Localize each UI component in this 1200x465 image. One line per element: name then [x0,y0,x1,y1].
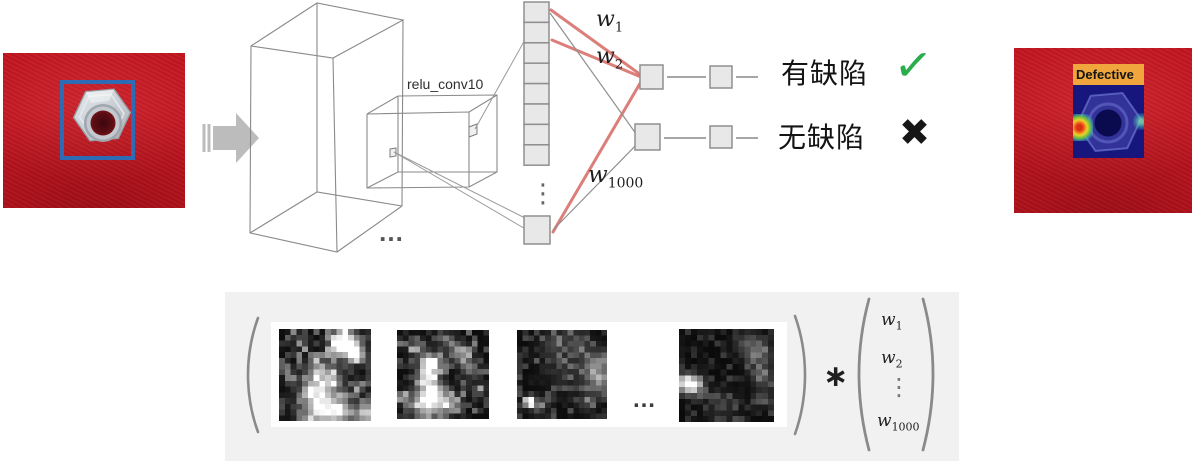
weight-connections-normal [549,12,641,231]
defective-tag: Defective [1073,64,1144,85]
w1-sub: 1 [614,20,624,36]
feature-map-4 [679,329,774,422]
vw1-base: w [881,310,896,330]
feature-map-1 [279,329,371,421]
weight-label-w1: w1 [596,7,624,36]
voxel-top [468,123,478,138]
detection-bounding-box [60,80,135,160]
weight-label-w1000: w1000 [588,164,643,191]
vector-close-paren [921,297,935,452]
vector-w2: w2 [881,348,903,371]
result-heatmap-photo: Defective [1014,48,1192,213]
vw1-sub: 1 [895,319,903,333]
vw2-sub: 2 [895,357,903,371]
vw1000-sub: 1000 [891,420,920,434]
cnn-diagram: relu_conv10 … ⋮ [249,1,758,253]
w1000-sub: 1000 [607,175,644,192]
vector-ellipsis: ⋮ [530,178,556,208]
defect-hotspot [1073,114,1093,141]
hex-nut-image [72,88,132,142]
conv-layer-label: relu_conv10 [407,76,483,92]
hex-nut-shape [72,88,132,142]
unpool-guide-lines [393,12,541,235]
vw2-base: w [881,348,896,368]
input-volume-wireframe [249,2,405,253]
feature-map-ellipsis: … [632,386,656,413]
vector-w1: w1 [881,310,903,333]
w1000-base: w [588,162,608,188]
cross-icon: ✖ [899,112,931,153]
volume-ellipsis: … [378,217,405,247]
cam-equation-panel: … ∗ w1 w2 ⋮ w1000 [225,292,959,461]
w2-base: w [596,44,615,69]
open-paren [246,316,260,434]
input-arrow-icon [202,113,259,163]
conv-volume-wireframe [366,94,498,189]
feature-vector: ⋮ [523,1,556,245]
cam-heatmap [1073,85,1144,158]
feature-map-3 [517,330,607,419]
weight-connections-defective [549,8,644,234]
input-nut-photo [3,53,185,208]
multiply-operator: ∗ [823,360,849,393]
w1-base: w [596,7,615,32]
output-layer [634,64,758,151]
class-label-defective: 有缺陷 [781,57,869,90]
vector-open-paren [857,297,871,452]
vw1000-base: w [877,411,892,431]
voxel-bottom [389,147,397,158]
w2-sub: 2 [614,57,624,73]
class-label-normal: 无缺陷 [778,121,866,154]
vector-dots: ⋮ [887,374,911,401]
vector-w1000: w1000 [877,411,920,434]
feature-map-2 [397,330,489,419]
weight-label-w2: w2 [596,44,624,73]
checkmark-icon: ✓ [891,37,936,93]
secondary-hotspot [1133,113,1144,130]
close-paren [793,314,807,436]
